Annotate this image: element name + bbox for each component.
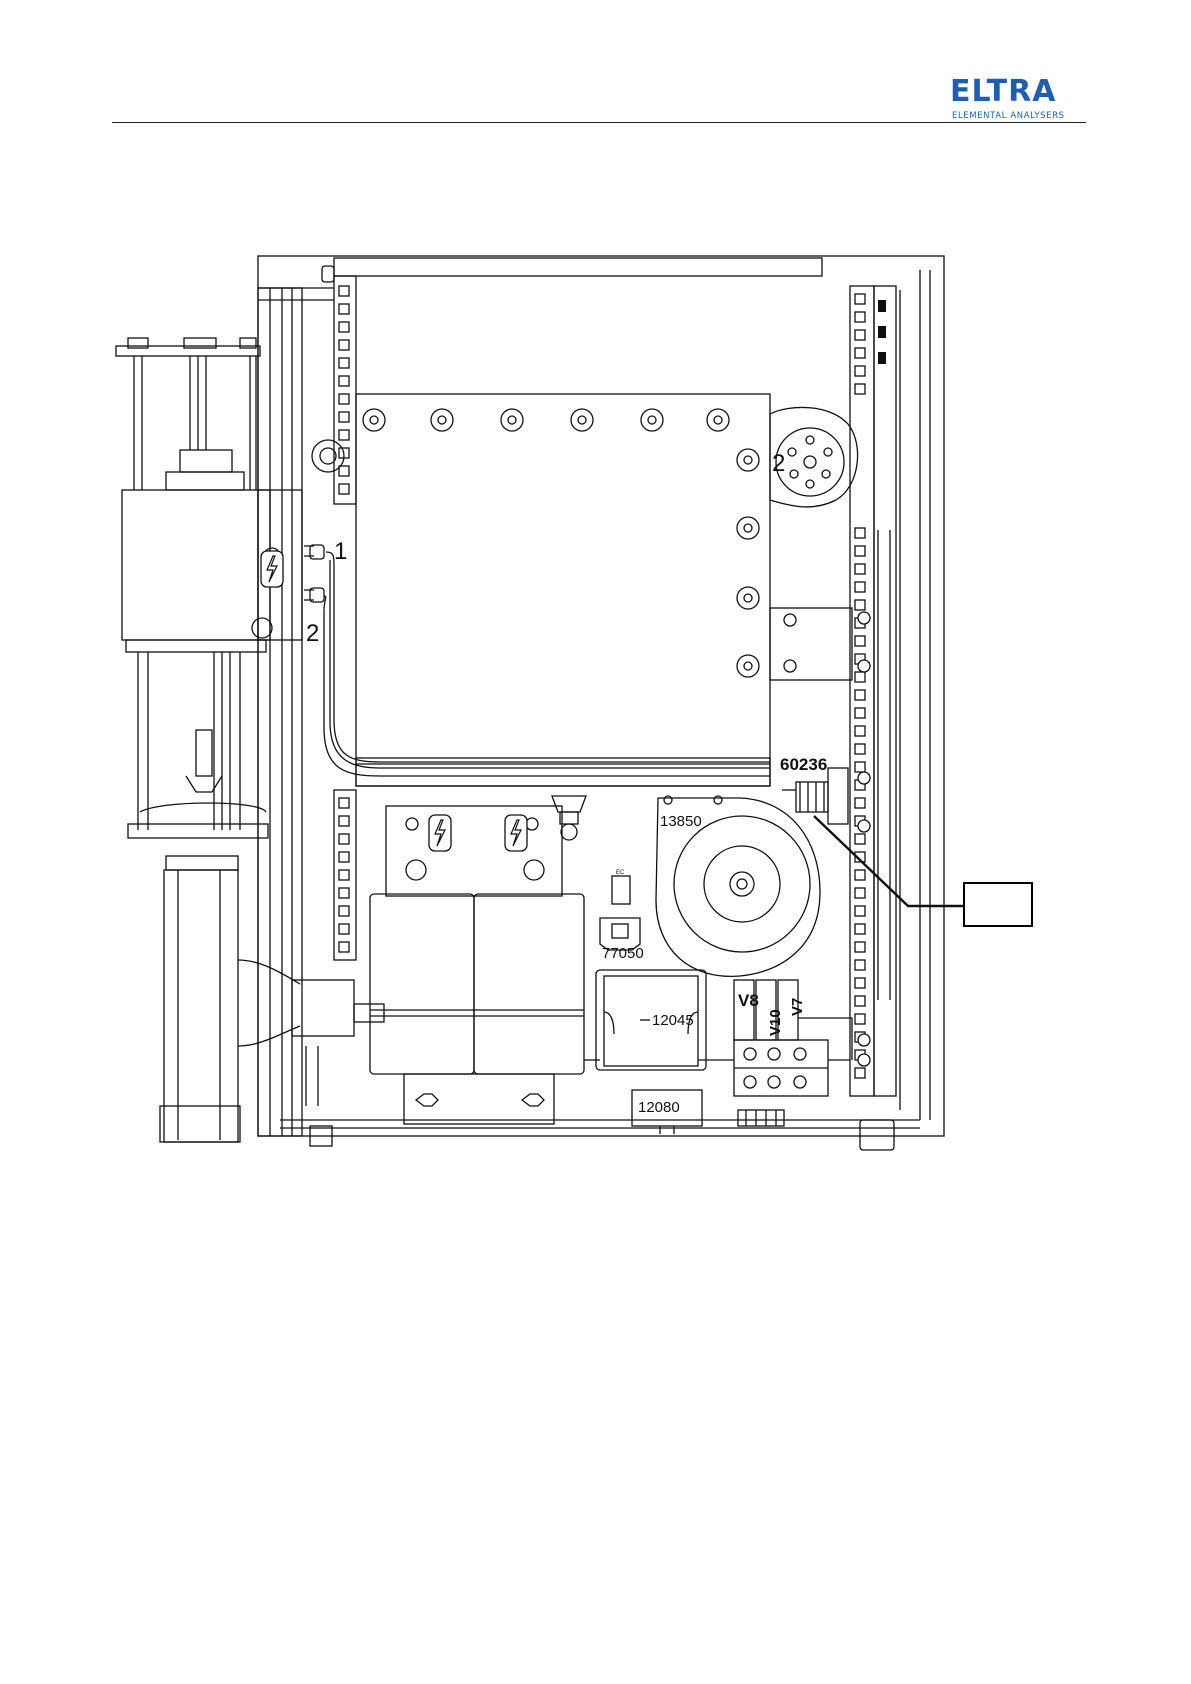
connector-1-label: 1 xyxy=(334,540,347,564)
right-rail xyxy=(850,286,896,1096)
housing-feet xyxy=(310,1120,894,1150)
high-voltage-icon xyxy=(260,550,284,588)
socket-tag-label: EC xyxy=(616,870,624,876)
part-12045-label: 12045 xyxy=(652,1013,694,1028)
blower-2-label: 2 xyxy=(772,452,785,476)
part-60236-label: 60236 xyxy=(780,756,827,773)
valve-v8-label: V8 xyxy=(738,992,759,1009)
cable-connector xyxy=(552,796,586,840)
part-12080-label: 12080 xyxy=(638,1100,680,1115)
connector-2-label: 2 xyxy=(306,622,319,646)
callout-leader-line xyxy=(814,816,963,906)
transformer-section xyxy=(292,806,584,1124)
part-13850-label: 13850 xyxy=(660,814,702,829)
valve-v7-label: V7 xyxy=(790,998,805,1016)
power-socket-77050 xyxy=(600,876,640,950)
callout-box xyxy=(963,882,1033,927)
valve-v10-label: V10 xyxy=(768,1009,783,1036)
high-voltage-icon xyxy=(428,814,452,852)
high-voltage-icon xyxy=(504,814,528,852)
gas-tubes xyxy=(304,545,770,776)
valve-block xyxy=(698,980,852,1126)
part-77050-label: 77050 xyxy=(602,946,644,961)
lift-assembly xyxy=(116,338,302,1142)
